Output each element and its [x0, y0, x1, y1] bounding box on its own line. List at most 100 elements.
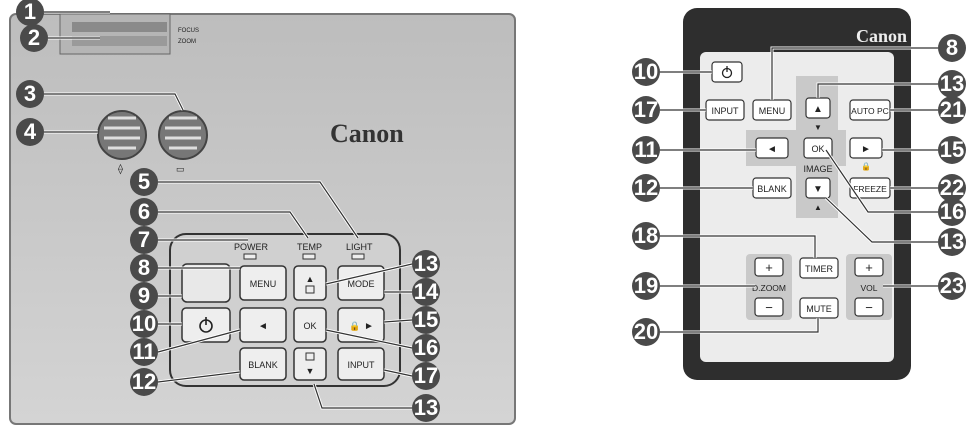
callout-number: 13 — [940, 229, 964, 254]
callout-number: 8 — [946, 35, 958, 60]
callout-badge: 3 — [16, 80, 44, 108]
svg-text:MENU: MENU — [759, 106, 786, 116]
keystone-dial-left[interactable] — [97, 110, 147, 160]
callout-badge: 23 — [938, 272, 966, 300]
callout-badge: 11 — [632, 136, 660, 164]
keystone-dial-right[interactable] — [158, 110, 208, 160]
zoom-lever[interactable] — [72, 36, 167, 46]
panel-up-button[interactable]: ▲ — [293, 265, 327, 301]
remote-dzoom-minus-button[interactable]: − — [754, 297, 784, 317]
panel-down-button[interactable]: ▼ — [293, 347, 327, 381]
callout-badge: 13 — [938, 70, 966, 98]
remote-dzoom-plus-button[interactable]: + — [754, 257, 784, 277]
callout-badge: 6 — [130, 198, 158, 226]
remote-leader-lines — [660, 47, 938, 333]
callout-number: 7 — [138, 227, 150, 252]
remote-input-button[interactable]: INPUT — [705, 99, 745, 121]
svg-text:+: + — [865, 260, 873, 275]
panel-left-button[interactable]: ◄ — [239, 307, 287, 343]
callout-badge: 1 — [16, 0, 44, 26]
ir-sensor — [181, 263, 231, 303]
vol-label: VOL — [860, 283, 877, 293]
svg-text:◄: ◄ — [258, 321, 268, 332]
svg-text:TIMER: TIMER — [805, 264, 833, 274]
svg-text:OK: OK — [303, 321, 316, 331]
svg-text:▲: ▲ — [813, 104, 823, 115]
callout-number: 17 — [414, 363, 438, 388]
panel-ok-button[interactable]: OK — [293, 307, 327, 343]
callout-number: 8 — [138, 255, 150, 280]
remote-ok-button[interactable]: OK — [803, 137, 833, 159]
callout-badge: 14 — [412, 278, 440, 306]
remote-mute-button[interactable]: MUTE — [799, 297, 839, 319]
remote-right-button[interactable]: ► — [849, 137, 883, 159]
remote-vol-plus-button[interactable]: + — [854, 257, 884, 277]
remote-down-button[interactable]: ▼ — [805, 177, 831, 199]
focus-lever[interactable] — [72, 22, 167, 32]
panel-power-button[interactable] — [181, 307, 231, 343]
callout-badge: 22 — [938, 174, 966, 202]
callout-badge: 11 — [130, 338, 158, 366]
svg-text:MODE: MODE — [348, 279, 375, 289]
focus-label: FOCUS — [178, 28, 199, 34]
remote-vol-minus-button[interactable]: − — [854, 297, 884, 317]
lock-icon: 🔒 — [349, 321, 360, 331]
callout-badge: 4 — [16, 118, 44, 146]
callout-number: 13 — [414, 395, 438, 420]
panel-blank-button[interactable]: BLANK — [239, 347, 287, 381]
callout-number: 14 — [414, 279, 439, 304]
keystone-icon — [305, 285, 315, 294]
callout-badge: 8 — [130, 254, 158, 282]
callout-badge: 13 — [938, 228, 966, 256]
remote-left-button[interactable]: ◄ — [755, 137, 789, 159]
callout-number: 13 — [414, 251, 438, 276]
callout-badge: 18 — [632, 222, 660, 250]
remote-auto-pc-button[interactable]: AUTO PC — [849, 99, 891, 121]
callout-badge: 13 — [412, 250, 440, 278]
vertical-keystone-icon: ⟠ — [118, 163, 123, 175]
zoom-label: ZOOM — [178, 39, 196, 45]
callout-badge: 16 — [938, 198, 966, 226]
svg-text:►: ► — [861, 144, 871, 155]
lock-icon: 🔒 — [861, 162, 871, 171]
callout-badge: 10 — [130, 310, 158, 338]
temp-led — [302, 253, 316, 260]
callout-badge: 15 — [412, 306, 440, 334]
callout-number: 15 — [414, 307, 438, 332]
callout-number: 4 — [24, 119, 37, 144]
power-led — [243, 253, 257, 260]
svg-text:FREEZE: FREEZE — [853, 184, 887, 194]
callout-badge: 15 — [938, 136, 966, 164]
remote-power-button[interactable] — [711, 61, 743, 83]
callout-number: 1 — [24, 0, 36, 24]
light-indicator-label: LIGHT — [346, 242, 373, 252]
panel-input-button[interactable]: INPUT — [337, 347, 385, 381]
dzoom-label: D.ZOOM — [752, 283, 786, 293]
remote-brand-logo: Canon — [856, 26, 907, 46]
remote-up-button[interactable]: ▲ — [805, 97, 831, 119]
remote-menu-button[interactable]: MENU — [752, 99, 792, 121]
callout-number: 11 — [634, 137, 657, 162]
svg-text:MENU: MENU — [250, 279, 277, 289]
keystone-icon: ▲ — [814, 203, 822, 212]
callout-number: 5 — [138, 169, 150, 194]
panel-menu-button[interactable]: MENU — [239, 265, 287, 301]
remote-blank-button[interactable]: BLANK — [752, 177, 792, 199]
remote-control: Canon INPUT MENU ▲ ▼ AUTO PC ◄ — [632, 8, 966, 380]
callout-number: 6 — [138, 199, 150, 224]
callout-badge: 2 — [20, 24, 48, 52]
remote-timer-button[interactable]: TIMER — [799, 257, 839, 279]
callout-badge: 21 — [938, 96, 966, 124]
callout-number: 10 — [634, 59, 658, 84]
horizontal-keystone-icon: ▭ — [176, 164, 185, 174]
svg-text:▼: ▼ — [813, 184, 823, 195]
svg-text:INPUT: INPUT — [712, 106, 740, 116]
svg-text:OK: OK — [811, 144, 824, 154]
keystone-icon: ▼ — [814, 123, 822, 132]
svg-text:BLANK: BLANK — [757, 184, 787, 194]
callout-number: 17 — [634, 97, 658, 122]
projector-top: FOCUS ZOOM ⟠ ▭ Canon POWER TEMP LIGHT ME… — [9, 0, 516, 425]
